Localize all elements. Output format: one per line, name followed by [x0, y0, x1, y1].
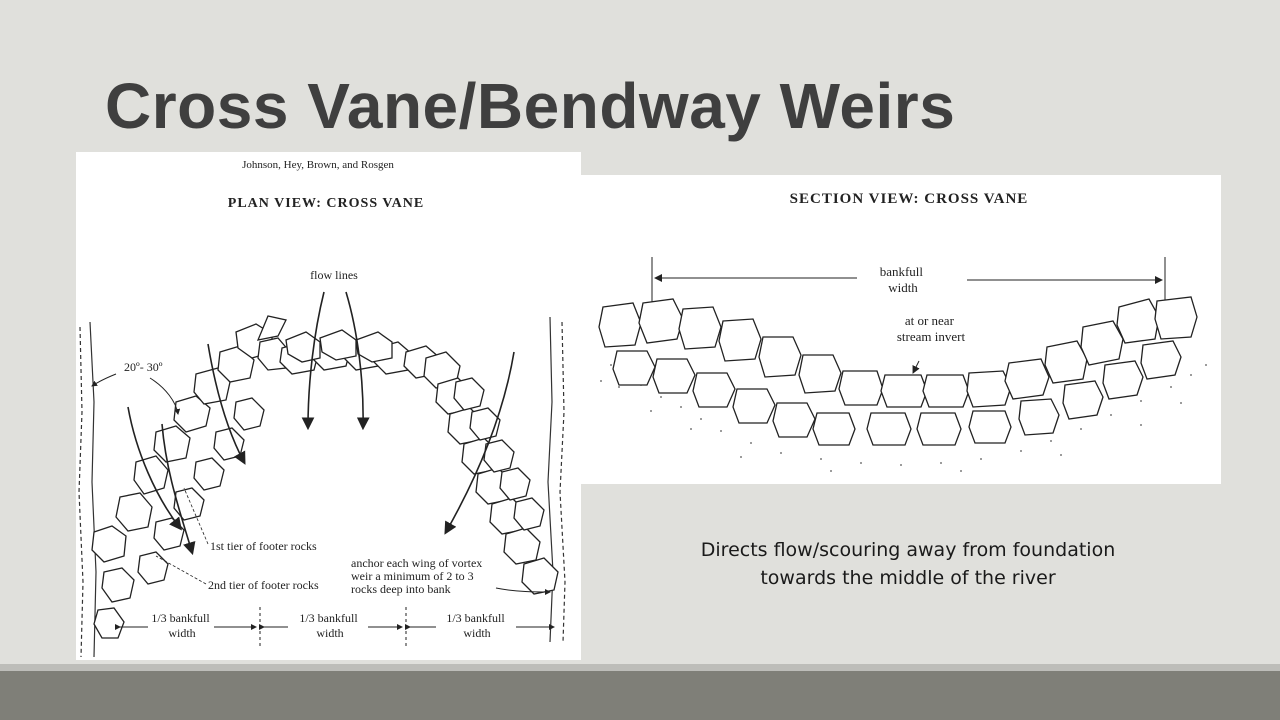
- caption-line-1: Directs flow/scouring away from foundati…: [700, 539, 1116, 561]
- section-invert-arrow: [912, 360, 920, 374]
- width-label-1-line1: 1/3 bankfull: [151, 611, 210, 625]
- width-label-2-line2: width: [316, 626, 343, 640]
- left-bank-line: [78, 321, 97, 658]
- width-label-2: 1/3 bankfull width: [299, 611, 360, 640]
- width-label-1: 1/3 bankfull width: [151, 611, 212, 640]
- plan-heading: PLAN VIEW: CROSS VANE: [228, 196, 424, 211]
- footer-band-accent: [0, 664, 1280, 671]
- section-view-figure: SECTION VIEW: CROSS VANE bankfull width …: [581, 175, 1221, 484]
- width-label-3-line1: 1/3 bankfull: [446, 611, 505, 625]
- width-dimension-lines: [115, 607, 555, 647]
- footer-band: [0, 671, 1280, 720]
- plan-view-drawing: Johnson, Hey, Brown, and Rosgen PLAN VIE…: [78, 159, 566, 658]
- angle-arrow-2: [149, 377, 181, 415]
- flow-arrows: [127, 291, 515, 556]
- section-width-line2: width: [888, 280, 918, 295]
- section-rocks: [598, 296, 1198, 446]
- section-invert-label: at or near stream invert: [897, 313, 966, 344]
- section-bed-stipple: [600, 364, 1207, 472]
- tier1-leader: [183, 487, 209, 545]
- width-label-1-line2: width: [168, 626, 195, 640]
- anchor-line-2: weir a minimum of 2 to 3: [351, 569, 474, 583]
- tier1-label: 1st tier of footer rocks: [210, 539, 317, 553]
- width-label-3: 1/3 bankfull width: [446, 611, 507, 640]
- section-view-drawing: SECTION VIEW: CROSS VANE bankfull width …: [598, 191, 1207, 472]
- slide-title: Cross Vane/Bendway Weirs: [105, 70, 956, 142]
- width-label-2-line1: 1/3 bankfull: [299, 611, 358, 625]
- caption: Directs flow/scouring away from foundati…: [640, 536, 1176, 592]
- section-heading: SECTION VIEW: CROSS VANE: [790, 191, 1029, 207]
- anchor-arrow: [495, 587, 551, 595]
- width-label-3-line2: width: [463, 626, 490, 640]
- section-width-label: bankfull width: [880, 264, 927, 295]
- section-invert-line1: at or near: [905, 313, 955, 328]
- angle-arrow: [91, 373, 117, 387]
- anchor-line-1: anchor each wing of vortex: [351, 556, 482, 570]
- tier2-leader: [155, 555, 207, 585]
- flow-lines-label: flow lines: [310, 268, 358, 282]
- caption-line-2: towards the middle of the river: [760, 567, 1056, 589]
- angle-label: 20º- 30º: [124, 360, 163, 374]
- anchor-label: anchor each wing of vortex weir a minimu…: [351, 556, 485, 596]
- section-width-line1: bankfull: [880, 264, 924, 279]
- tier2-label: 2nd tier of footer rocks: [208, 578, 319, 592]
- section-invert-line2: stream invert: [897, 329, 966, 344]
- anchor-line-3: rocks deep into bank: [351, 582, 451, 596]
- plan-view-figure: Johnson, Hey, Brown, and Rosgen PLAN VIE…: [76, 152, 581, 660]
- right-bank-line: [547, 316, 566, 643]
- plan-authors: Johnson, Hey, Brown, and Rosgen: [242, 159, 394, 171]
